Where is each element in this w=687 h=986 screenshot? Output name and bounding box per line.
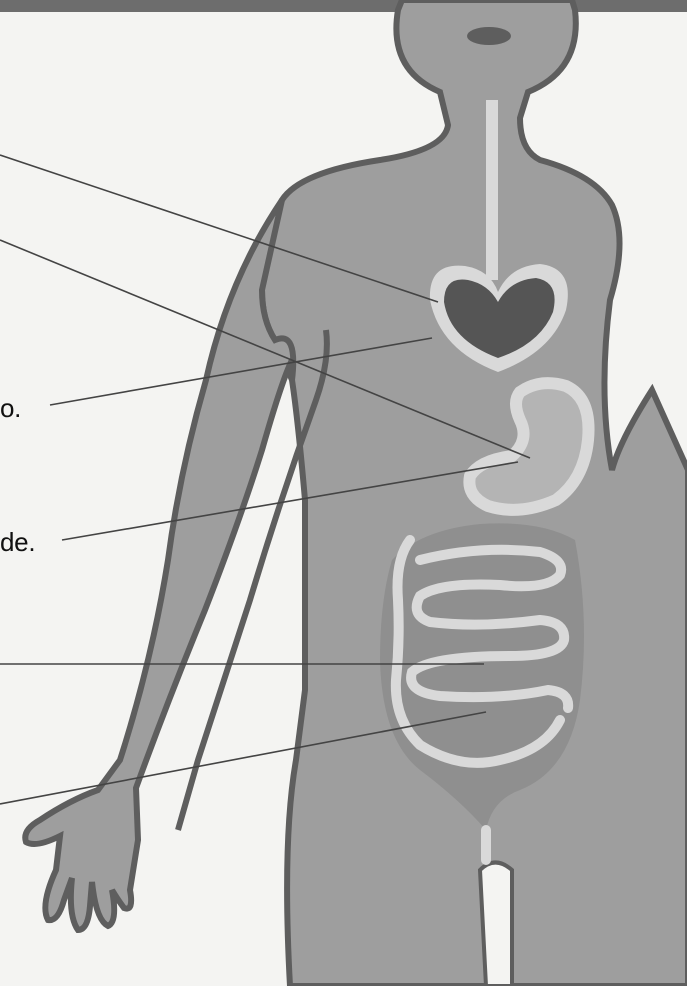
mouth [467, 27, 511, 45]
esophagus-fill [486, 100, 498, 280]
arm-silhouette [25, 200, 293, 930]
leg-gap [480, 863, 512, 986]
label-heart: o. [0, 393, 21, 424]
label-stomach: de. [0, 527, 35, 558]
